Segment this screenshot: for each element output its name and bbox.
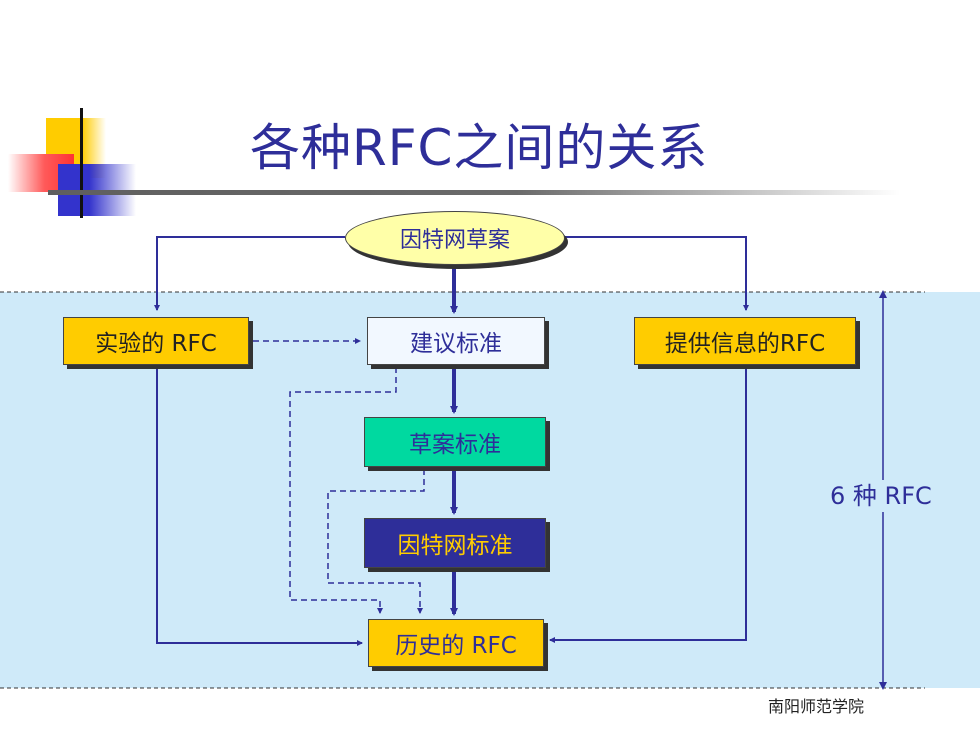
node-internet-draft: 因特网草案 xyxy=(345,211,565,265)
edge-draft-to-experimental xyxy=(154,236,345,311)
slide-title: 各种RFC之间的关系 xyxy=(250,119,709,177)
bracket-arrow-down xyxy=(879,682,887,690)
edge-draftstd-to-historic-dashed xyxy=(327,469,425,614)
node-internet-standard: 因特网标准 xyxy=(364,518,546,568)
edge-proposed-to-historic-dashed xyxy=(289,367,397,614)
side-label-six-rfc: 6 种 RFC xyxy=(830,482,932,510)
edge-informational-to-historic xyxy=(549,365,747,643)
node-proposed-standard: 建议标准 xyxy=(367,317,545,365)
node-experimental-rfc: 实验的 RFC xyxy=(63,317,249,365)
edge-experimental-to-historic xyxy=(156,365,363,646)
bracket-arrow-up xyxy=(879,290,887,298)
node-historic-rfc: 历史的 RFC xyxy=(368,619,544,667)
edge-draft-to-informational xyxy=(563,236,749,311)
footer-institution: 南阳师范学院 xyxy=(768,697,865,716)
title-underline xyxy=(48,190,900,195)
node-informational-rfc: 提供信息的RFC xyxy=(634,317,856,365)
decor-vertical-bar xyxy=(80,108,83,218)
node-draft-standard: 草案标准 xyxy=(364,417,546,467)
